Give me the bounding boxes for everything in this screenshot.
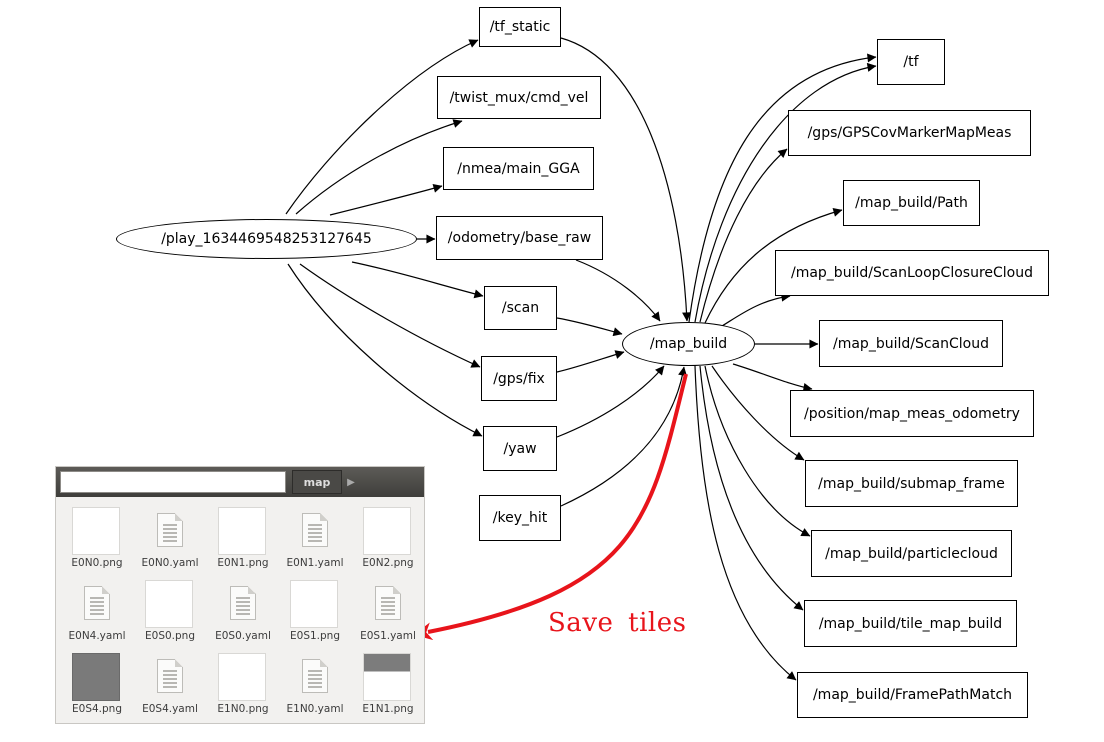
edge-map-particlecloud	[704, 365, 811, 537]
file-grid: E0N0.png E0N0.yaml E0N1.png E0N1.yaml E0N2.p…	[56, 501, 424, 723]
file-name-label: E0S0.png	[145, 630, 195, 642]
file-item[interactable]: E0N4.yaml	[62, 576, 132, 648]
edge-map-path	[704, 207, 843, 324]
file-item[interactable]: E1N1.png	[353, 649, 423, 721]
file-item[interactable]: E1N0.png	[208, 649, 278, 721]
save-tiles-label: Save tiles	[548, 608, 687, 638]
file-name-label: E0S0.yaml	[215, 630, 271, 642]
file-item[interactable]: E0N1.yaml	[280, 503, 350, 575]
image-thumbnail-icon	[218, 507, 266, 555]
image-thumbnail-icon	[290, 580, 338, 628]
edge-map-tile	[699, 365, 804, 611]
edge-play-nmea	[329, 183, 443, 216]
location-input[interactable]	[60, 471, 286, 493]
text-file-icon	[302, 513, 328, 547]
edge-key-hit-map	[560, 366, 688, 507]
image-thumbnail-icon	[72, 653, 120, 701]
file-item[interactable]: E0N2.png	[353, 503, 423, 575]
text-file-icon	[230, 586, 256, 620]
topic-tf-static[interactable]: /tf_static	[479, 7, 561, 47]
edge-map-meas-odom	[732, 363, 813, 392]
topic-yaw[interactable]: /yaw	[483, 426, 557, 471]
file-name-label: E1N1.png	[362, 703, 414, 715]
image-thumbnail-icon	[363, 507, 411, 555]
topic-map-meas-odometry[interactable]: /position/map_meas_odometry	[790, 390, 1034, 437]
file-item[interactable]: E0N1.png	[208, 503, 278, 575]
text-file-icon	[84, 586, 110, 620]
file-browser-toolbar: map ▶	[56, 467, 424, 497]
topic-gps-fix[interactable]: /gps/fix	[481, 356, 557, 401]
topic-gps-cov-marker[interactable]: /gps/GPSCovMarkerMapMeas	[788, 110, 1031, 156]
file-name-label: E0N1.png	[217, 557, 269, 569]
file-name-label: E0N4.yaml	[68, 630, 126, 642]
file-name-label: E1N0.png	[217, 703, 269, 715]
topic-nmea-main-gga[interactable]: /nmea/main_GGA	[443, 147, 594, 190]
file-name-label: E0S4.png	[72, 703, 122, 715]
edge-play-tf-static	[285, 39, 479, 215]
topic-tile-map-build[interactable]: /map_build/tile_map_build	[804, 600, 1017, 647]
edge-play-scan	[351, 261, 484, 299]
breadcrumb-map[interactable]: map	[292, 470, 342, 494]
edge-odometry-map	[575, 259, 661, 322]
topic-odometry-base-raw[interactable]: /odometry/base_raw	[436, 216, 603, 260]
file-item[interactable]: E0S0.png	[135, 576, 205, 648]
file-item[interactable]: E0N0.yaml	[135, 503, 205, 575]
edge-scan-map	[556, 317, 623, 337]
topic-key-hit[interactable]: /key_hit	[479, 495, 561, 541]
image-thumbnail-icon	[145, 580, 193, 628]
edge-play-gps-fix	[299, 263, 481, 368]
topic-map-build-path[interactable]: /map_build/Path	[843, 180, 980, 226]
topic-twist-mux-cmd-vel[interactable]: /twist_mux/cmd_vel	[437, 76, 601, 119]
edge-gps-fix-map	[556, 350, 625, 373]
text-file-icon	[157, 659, 183, 693]
topic-map-build-scancloud[interactable]: /map_build/ScanCloud	[819, 320, 1003, 367]
file-item[interactable]: E0S1.png	[280, 576, 350, 648]
file-name-label: E0N1.yaml	[286, 557, 344, 569]
image-thumbnail-icon	[363, 653, 411, 701]
edge-map-submap	[711, 365, 805, 461]
file-item[interactable]: E1N0.yaml	[280, 649, 350, 721]
edge-map-tf-b	[694, 62, 877, 323]
edge-map-framepath	[694, 365, 797, 681]
text-file-icon	[375, 586, 401, 620]
node-map-build[interactable]: /map_build	[622, 322, 755, 366]
edge-play-twist	[295, 119, 463, 215]
edge-map-tf-a	[688, 53, 877, 323]
edge-map-gps-cov	[699, 148, 788, 323]
file-name-label: E1N0.yaml	[286, 703, 344, 715]
file-item[interactable]: E0S4.yaml	[135, 649, 205, 721]
image-thumbnail-icon	[218, 653, 266, 701]
file-name-label: E0S4.yaml	[142, 703, 198, 715]
topic-scan[interactable]: /scan	[484, 286, 557, 330]
edge-play-yaw	[287, 263, 483, 437]
file-name-label: E0S1.png	[290, 630, 340, 642]
topic-scan-loop-closure-cloud[interactable]: /map_build/ScanLoopClosureCloud	[775, 250, 1049, 296]
breadcrumb-next-icon[interactable]: ▶	[347, 476, 355, 488]
file-item[interactable]: E0S4.png	[62, 649, 132, 721]
file-name-label: E0N0.yaml	[141, 557, 199, 569]
image-thumbnail-icon	[72, 507, 120, 555]
text-file-icon	[302, 659, 328, 693]
file-name-label: E0N2.png	[362, 557, 414, 569]
file-name-label: E0S1.yaml	[360, 630, 416, 642]
topic-frame-path-match[interactable]: /map_build/FramePathMatch	[797, 672, 1028, 718]
save-tiles-arrow	[413, 373, 688, 641]
node-play-bag[interactable]: /play_1634469548253127645	[116, 219, 417, 259]
topic-submap-frame[interactable]: /map_build/submap_frame	[805, 460, 1018, 507]
edge-yaw-map	[556, 365, 665, 438]
edge-tf-static-map	[560, 37, 692, 322]
edge-map-scanloop	[721, 292, 791, 327]
file-item[interactable]: E0N0.png	[62, 503, 132, 575]
file-item[interactable]: E0S1.yaml	[353, 576, 423, 648]
file-item[interactable]: E0S0.yaml	[208, 576, 278, 648]
topic-particlecloud[interactable]: /map_build/particlecloud	[811, 530, 1012, 577]
topic-tf[interactable]: /tf	[877, 39, 945, 85]
file-browser-window: map ▶ E0N0.png E0N0.yaml E0N1.png E0N1.yaml…	[55, 466, 425, 724]
file-name-label: E0N0.png	[71, 557, 123, 569]
text-file-icon	[157, 513, 183, 547]
